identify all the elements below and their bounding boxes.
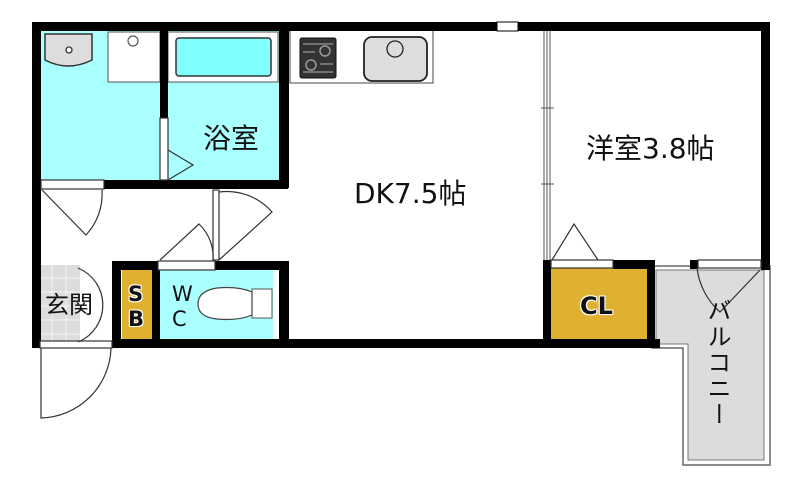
room-label-western: 洋室3.8帖 (586, 132, 715, 165)
sink-icon (363, 36, 428, 82)
room-label-sb-top: S (128, 282, 144, 306)
hall-door (212, 189, 273, 261)
kitchen-counter (289, 29, 434, 84)
toilet-icon (197, 286, 273, 321)
balcony-door (696, 259, 762, 313)
bath-door (159, 117, 195, 181)
walls (32, 21, 770, 348)
closet-door (550, 222, 614, 269)
room-label-sb-bottom: B (128, 307, 145, 331)
closet-fill (551, 268, 650, 344)
washbasin-icon (44, 33, 93, 67)
room-label-entrance: 玄関 (45, 291, 93, 319)
entrance-door (39, 267, 113, 419)
shoe-box-fill (122, 270, 152, 340)
bathtub-icon (167, 31, 279, 83)
room-label-balcony: バルコニー (703, 298, 731, 428)
washroom-door (40, 179, 105, 236)
room-label-dk: DK7.5帖 (354, 177, 467, 210)
room-label-bath: 浴室 (203, 122, 260, 155)
room-label-closet: CL (580, 292, 613, 320)
toilet-door (157, 223, 216, 271)
washer-space-icon (107, 31, 161, 83)
room-label-wc-bottom: C (172, 307, 187, 331)
stove-icon (299, 37, 337, 79)
entrance-tile (40, 265, 80, 343)
sliding-partition (541, 31, 554, 260)
room-label-wc-top: W (172, 282, 193, 306)
